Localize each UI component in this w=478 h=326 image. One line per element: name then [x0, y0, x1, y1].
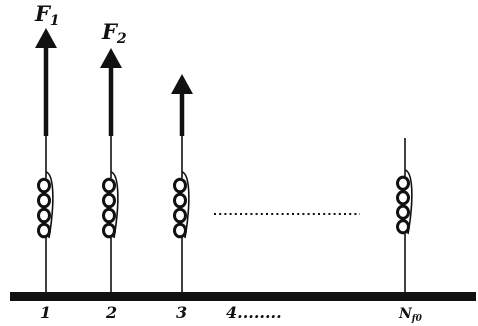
spring-coil-outline [181, 171, 190, 239]
spring-coil-loop [396, 175, 410, 191]
spring-coil-outline [45, 171, 54, 239]
spring-coil-loop [37, 177, 51, 194]
last-spring-label-base: N [398, 306, 413, 322]
spring-coil-loop [173, 177, 187, 194]
spring-coil-loop [102, 222, 116, 239]
springs-group [35, 28, 413, 292]
spring-coil-loop [102, 192, 116, 209]
spring-coil-loop [37, 222, 51, 239]
spring-coil-loop [173, 192, 187, 209]
spring-2 [100, 48, 122, 292]
position-label-3: 3 [176, 303, 187, 322]
spring-4 [396, 138, 413, 292]
spring-coil-loop [396, 204, 410, 220]
force-arrow-head [171, 74, 193, 94]
spring-coil-loop [396, 190, 410, 206]
last-spring-label-sub: f0 [411, 314, 423, 324]
force-label-2: F2 [101, 19, 127, 47]
base-bar [10, 292, 476, 301]
force-label-1-sub: 1 [50, 13, 60, 29]
spring-coil-loop [102, 177, 116, 194]
spring-coil-outline [404, 169, 413, 235]
force-label-2-base: F [101, 19, 119, 44]
spring-coil-loop [173, 222, 187, 239]
spring-coil-loop [102, 207, 116, 224]
position-label-1: 1 [40, 303, 51, 322]
force-arrow-head [35, 28, 57, 48]
spring-1 [35, 28, 57, 292]
spring-coil-outline [110, 171, 119, 239]
spring-coil-loop [37, 207, 51, 224]
force-arrow-head [100, 48, 122, 68]
position-label-4: 4........ [226, 303, 282, 322]
force-label-2-sub: 2 [116, 31, 127, 47]
force-label-1: F1 [34, 1, 60, 29]
spring-coil-loop [396, 219, 410, 235]
spring-3 [171, 74, 193, 292]
spring-coil-loop [173, 207, 187, 224]
position-label-2: 2 [105, 303, 117, 322]
last-spring-label: Nf0 [398, 306, 423, 324]
force-label-1-base: F [34, 1, 52, 26]
spring-coil-loop [37, 192, 51, 209]
